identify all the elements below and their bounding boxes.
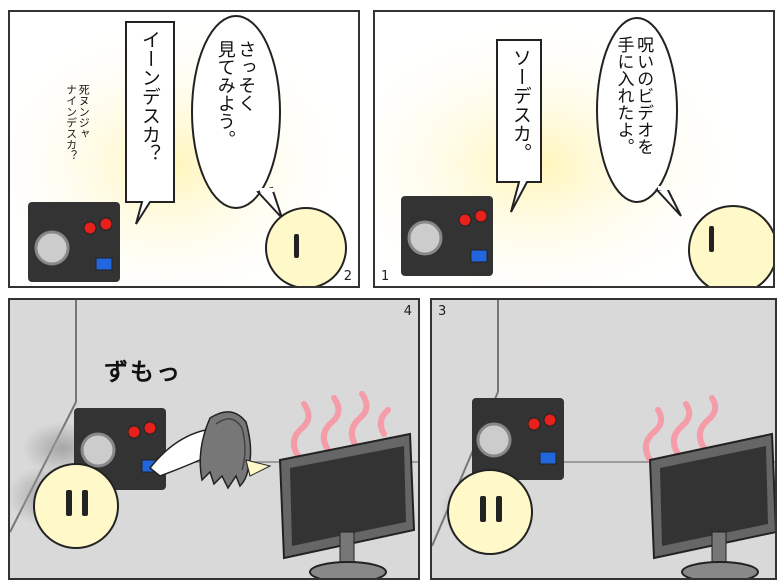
panel-4-art bbox=[10, 300, 418, 578]
monitor bbox=[278, 432, 416, 578]
ball-character bbox=[447, 469, 533, 555]
ball-character bbox=[688, 205, 773, 286]
sound-effect: ずもっ bbox=[104, 358, 182, 386]
heat-waves bbox=[642, 395, 719, 463]
robot-speech: イーンデスカ？ bbox=[138, 30, 161, 163]
ghost-figure bbox=[148, 411, 272, 490]
ball-speech: さっそく 見てみよう。 bbox=[214, 40, 257, 148]
ball-character bbox=[33, 463, 119, 549]
robot bbox=[28, 202, 120, 282]
panel-number: 2 bbox=[343, 269, 352, 284]
panel-3: 3 bbox=[430, 298, 777, 580]
ball-character bbox=[265, 207, 347, 286]
ball-speech: 呪いのビデオを 手に入れたよ。 bbox=[613, 36, 654, 155]
panel-3-art bbox=[432, 300, 775, 578]
robot-speech: ソーデスカ。 bbox=[509, 48, 532, 162]
panel-2-art bbox=[10, 12, 358, 286]
heat-waves bbox=[290, 391, 391, 459]
panel-1: ソーデスカ。 呪いのビデオを 手に入れたよ。 1 bbox=[373, 10, 775, 288]
robot-whisper: 死ヌンジャ ナインデスカ？ bbox=[64, 84, 91, 161]
panel-number: 1 bbox=[381, 269, 390, 284]
panel-number: 3 bbox=[438, 304, 447, 319]
panel-2: 死ヌンジャ ナインデスカ？ イーンデスカ？ さっそく 見てみよう。 2 bbox=[8, 10, 360, 288]
robot bbox=[401, 196, 493, 276]
robot bbox=[472, 398, 564, 480]
panel-number: 4 bbox=[403, 304, 412, 319]
monitor bbox=[648, 432, 775, 578]
panel-4: ずもっ 4 bbox=[8, 298, 420, 580]
panel-1-art bbox=[375, 12, 773, 286]
